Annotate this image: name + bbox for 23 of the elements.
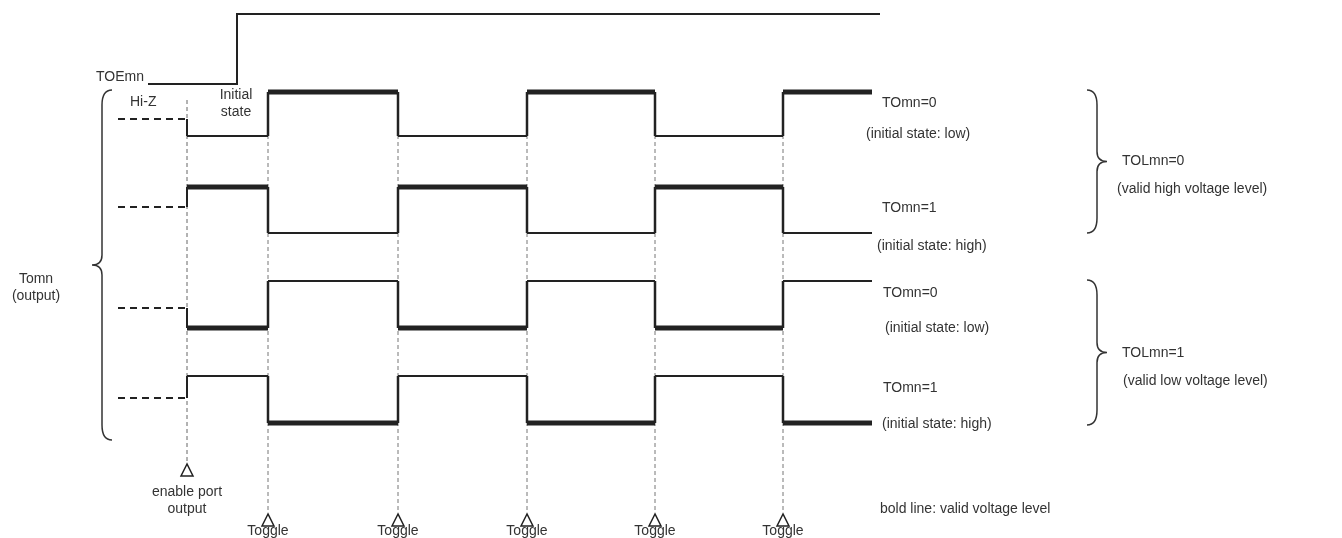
condition-text: (valid low voltage level) xyxy=(1123,372,1268,389)
event-label: Toggle xyxy=(761,522,805,538)
note-text: bold line: valid voltage level xyxy=(880,500,1051,517)
event-label: enable port output xyxy=(150,483,224,517)
condition-text: (initial state: high) xyxy=(877,237,987,254)
event-label: Toggle xyxy=(246,522,290,538)
event-label: Toggle xyxy=(633,522,677,538)
signal-name: TOmn=1 xyxy=(882,199,937,216)
signal-name: Tomn (output) xyxy=(10,270,62,304)
event-label: Toggle xyxy=(376,522,420,538)
signal-name: TOmn=0 xyxy=(883,284,938,301)
signal-name: TOmn=0 xyxy=(882,94,937,111)
signal-name: TOLmn=1 xyxy=(1122,344,1185,361)
signal-name: TOmn=1 xyxy=(883,379,938,396)
state-label: Initial state xyxy=(218,86,254,120)
condition-text: (initial state: low) xyxy=(866,125,971,142)
state-label: Hi-Z xyxy=(130,93,157,110)
signal-name: TOLmn=0 xyxy=(1122,152,1185,169)
condition-text: (initial state: high) xyxy=(882,415,992,432)
condition-text: (initial state: low) xyxy=(885,319,990,336)
condition-text: (valid high voltage level) xyxy=(1117,180,1268,197)
signal-name: TOEmn xyxy=(96,68,144,85)
event-label: Toggle xyxy=(505,522,549,538)
